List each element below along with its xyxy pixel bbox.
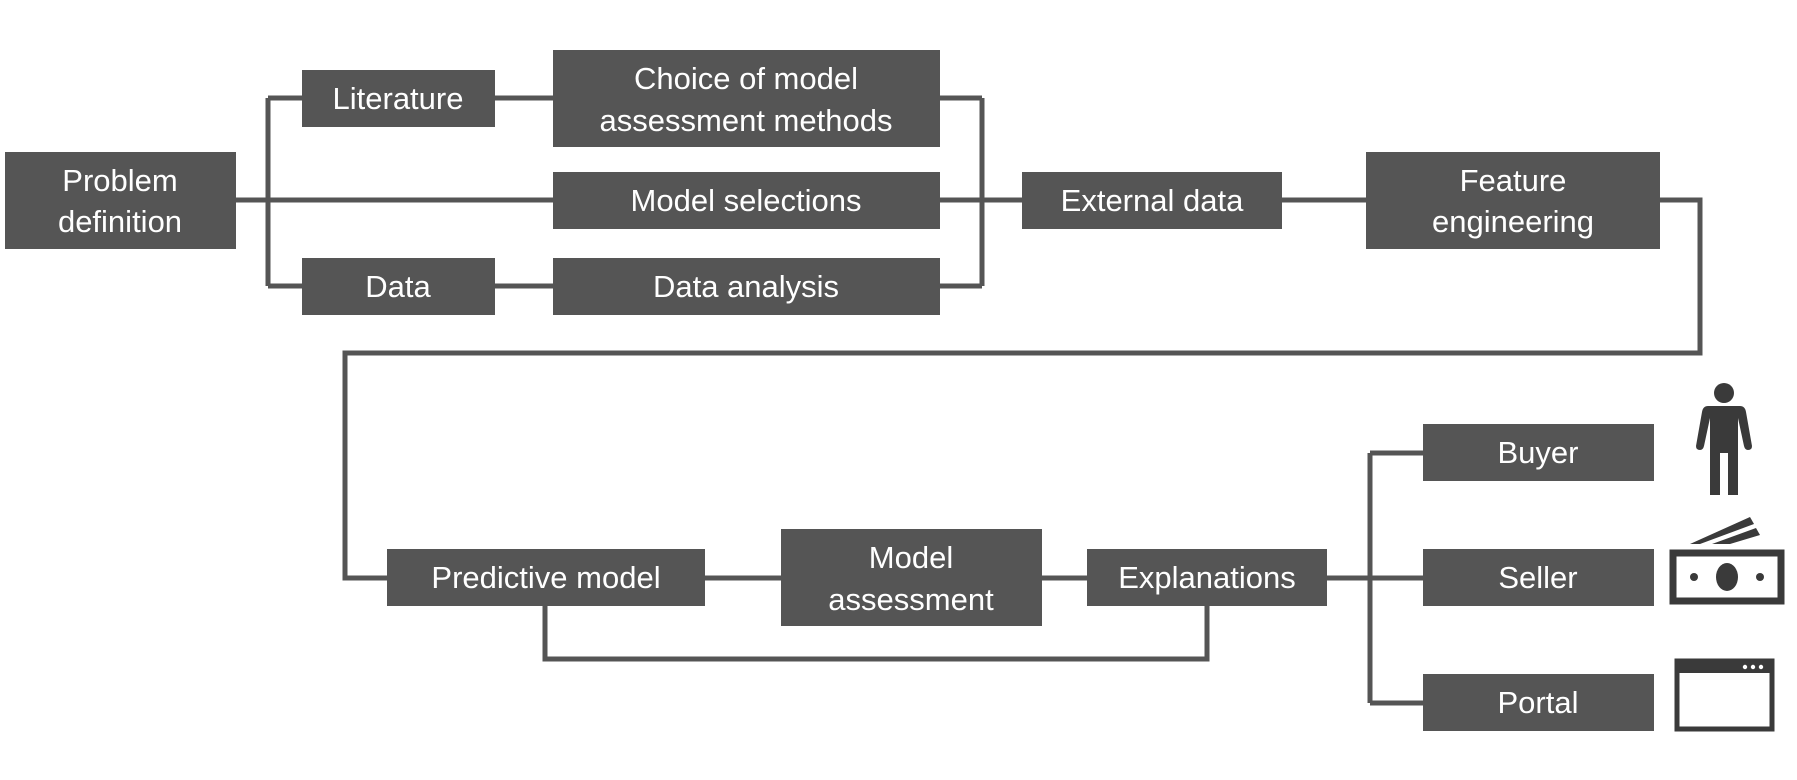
node-data-analysis: Data analysis [553, 258, 940, 315]
browser-window-icon [1674, 658, 1775, 732]
node-external-data: External data [1022, 172, 1282, 229]
node-model-assessment-line1: Model [869, 540, 953, 575]
node-data: Data [302, 258, 495, 315]
banknote-icon [1669, 517, 1785, 605]
node-seller-label: Seller [1498, 560, 1577, 595]
node-data-label: Data [365, 269, 431, 304]
node-buyer: Buyer [1423, 424, 1654, 481]
node-seller: Seller [1423, 549, 1654, 606]
connectors [236, 95, 1703, 706]
node-model-assessment: Model assessment [781, 529, 1042, 626]
node-choice-of-model: Choice of model assessment methods [553, 50, 940, 147]
node-choice-of-model-line1: Choice of model [634, 61, 858, 96]
node-external-data-label: External data [1061, 183, 1244, 218]
node-data-analysis-label: Data analysis [653, 269, 839, 304]
node-problem-definition: Problem definition [5, 152, 236, 249]
node-model-selections-label: Model selections [631, 183, 862, 218]
node-explanations-label: Explanations [1118, 560, 1296, 595]
node-problem-definition-line2: definition [58, 204, 182, 239]
node-model-assessment-line2: assessment [828, 582, 994, 617]
node-choice-of-model-line2: assessment methods [600, 103, 893, 138]
node-feature-engineering-line2: engineering [1432, 204, 1594, 239]
node-problem-definition-line1: Problem [62, 163, 177, 198]
node-buyer-label: Buyer [1498, 435, 1579, 470]
node-feature-engineering: Feature engineering [1366, 152, 1660, 249]
node-predictive-model: Predictive model [387, 549, 705, 606]
person-icon [1696, 383, 1752, 495]
connector-feature-to-predictive [342, 197, 1703, 581]
node-model-selections: Model selections [553, 172, 940, 229]
node-portal-label: Portal [1498, 685, 1579, 720]
node-literature-label: Literature [333, 81, 464, 116]
node-explanations: Explanations [1087, 549, 1327, 606]
node-literature: Literature [302, 70, 495, 127]
node-feature-engineering-line1: Feature [1460, 163, 1567, 198]
node-portal: Portal [1423, 674, 1654, 731]
connector-feedback-loop [542, 606, 1210, 662]
node-predictive-model-label: Predictive model [431, 560, 660, 595]
